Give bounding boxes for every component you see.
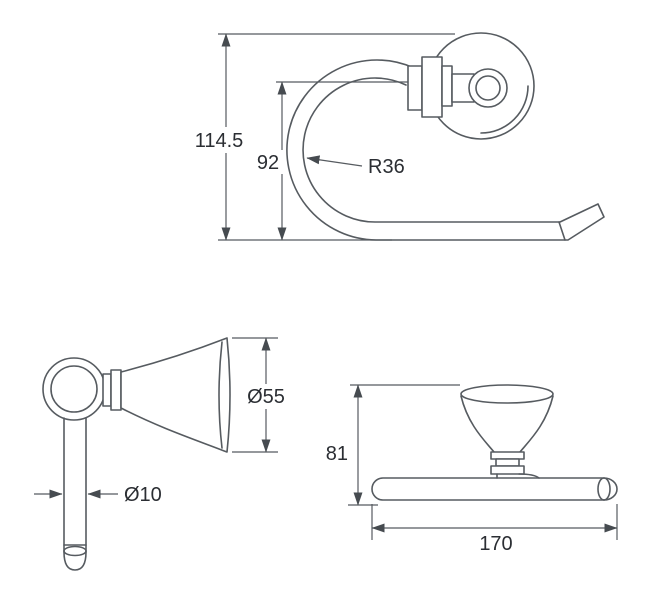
collar-disc	[421, 56, 443, 118]
collar-ring-right	[441, 65, 453, 107]
wall-mount-outer-circle	[42, 357, 106, 421]
hub-outer-circle	[468, 68, 508, 108]
escutcheon-neck-ring	[102, 373, 112, 407]
plan-collar-ring-2	[495, 458, 520, 467]
escutcheon-collar-ring	[110, 369, 122, 411]
label-mask	[250, 150, 286, 174]
side-view: Ø55 Ø10	[34, 337, 294, 571]
plan-rod-end-rim	[597, 477, 611, 501]
dim-label-bend-radius: R36	[368, 156, 405, 178]
front-view: 114.5 92 R36	[190, 32, 605, 241]
plan-bell-mouth-ellipse	[460, 384, 554, 404]
hook-arm-outline	[286, 59, 605, 241]
plan-collar-ring-3	[490, 465, 525, 475]
dim-label-inner-height: 92	[257, 152, 279, 174]
label-mask	[238, 384, 294, 409]
flange-disc-rim-arc	[480, 85, 529, 134]
label-mask	[190, 127, 248, 153]
escutcheon-bell-outline	[120, 337, 231, 453]
dim-label-projection-depth: 81	[326, 443, 348, 465]
hub-inner-circle	[475, 75, 501, 101]
dim-label-rod-diameter: Ø10	[124, 484, 162, 506]
plan-bell-sides	[460, 395, 554, 453]
plan-rod-body	[371, 477, 605, 501]
rod-ball-rim	[63, 545, 87, 557]
dim-label-overall-length: 170	[479, 533, 512, 555]
wall-mount-inner-circle	[50, 365, 98, 413]
rod-ball-end	[63, 551, 87, 571]
hook-arm-bend-line	[558, 221, 566, 241]
plan-rod-end-cap	[603, 477, 618, 501]
dim-label-flange-diameter: Ø55	[247, 386, 285, 408]
dim-label-overall-height: 114.5	[195, 130, 244, 152]
leader-line-radius	[306, 155, 363, 167]
escutcheon-mouth-rim	[218, 341, 223, 449]
plan-collar-ring-1	[490, 451, 525, 460]
collar-ring-small	[407, 65, 423, 111]
plan-view: 81 170	[326, 384, 618, 555]
rod-sides	[63, 417, 87, 553]
